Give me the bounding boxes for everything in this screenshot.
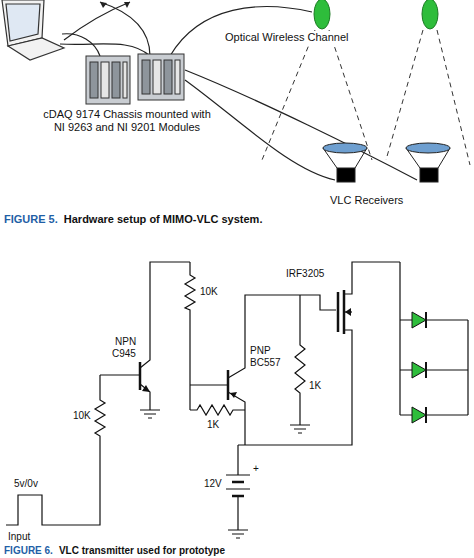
cdaq-chassis — [138, 54, 184, 100]
cable — [64, 2, 130, 40]
transistor-symbol — [343, 290, 346, 334]
cdaq-chassis — [142, 60, 150, 94]
vlc-receiver — [323, 143, 367, 153]
laptop-icon — [8, 38, 64, 60]
laptop-icon — [2, 0, 64, 60]
cable — [185, 80, 335, 180]
transistor-symbol — [227, 370, 230, 400]
part-number: C945 — [112, 348, 136, 360]
cdaq-chassis — [175, 60, 180, 94]
cdaq-chassis — [86, 54, 184, 104]
led-source — [314, 0, 438, 29]
transistor-arrow — [142, 308, 351, 398]
cdaq-chassis — [86, 56, 130, 104]
circuit-wire — [228, 392, 245, 445]
led-symbol — [412, 362, 426, 378]
transistor-type: NPN — [115, 336, 136, 348]
circuit-wire — [238, 330, 352, 445]
transistor-arrow — [230, 392, 237, 398]
resistor-value: 10K — [73, 410, 91, 422]
circuit-wire — [185, 262, 195, 410]
transistor-type: PNP — [250, 345, 271, 357]
light-cone — [262, 30, 315, 160]
resistor-value: 1K — [207, 419, 219, 431]
circuit-wire — [140, 410, 160, 418]
circuit-wire — [344, 262, 400, 294]
circuit-wire — [100, 374, 140, 375]
circuit-wire — [228, 530, 248, 538]
chassis-label: cDAQ 9174 Chassis mounted with NI 9263 a… — [42, 108, 212, 133]
led-symbol — [412, 312, 426, 423]
circuit-wire — [290, 425, 310, 433]
cdaq-chassis — [90, 62, 98, 98]
laptop-icon — [6, 4, 40, 41]
figure-caption: Hardware setup of MIMO-VLC system. — [64, 213, 263, 226]
vlc-receiver — [337, 168, 355, 182]
channel-label: Optical Wireless Channel — [224, 31, 350, 44]
cable — [185, 70, 417, 180]
cable-arrowhead — [100, 2, 107, 8]
light-cone — [329, 30, 372, 160]
circuit-wire — [190, 405, 245, 415]
polarity-mark: + — [253, 463, 259, 475]
cdaq-chassis — [164, 60, 172, 94]
light-cone — [262, 30, 470, 165]
figure-caption: VLC transmitter used for prototype — [59, 545, 225, 557]
cable-arrowhead — [124, 2, 130, 8]
transistor-symbol — [232, 482, 244, 496]
vlc-receiver — [420, 168, 438, 182]
circuit-wire — [6, 262, 468, 538]
vlc-receiver — [323, 143, 450, 182]
signal-level: 5v/0v — [14, 478, 38, 490]
figure-number: FIGURE 5. — [4, 213, 58, 226]
resistor-value: 10K — [200, 286, 218, 298]
resistor-value: 1K — [309, 380, 321, 392]
circuit-wire — [400, 262, 468, 415]
circuit-wire — [6, 495, 56, 525]
cdaq-chassis — [153, 60, 161, 94]
receiver-label: VLC Receivers — [330, 194, 403, 207]
led-source — [314, 0, 330, 29]
cdaq-chassis — [112, 62, 120, 98]
circuit-wire — [190, 384, 228, 385]
circuit-wire — [226, 445, 250, 530]
circuit-wire — [228, 295, 336, 378]
led-symbol — [412, 312, 426, 328]
cdaq-chassis — [123, 62, 127, 98]
part-number: BC557 — [250, 357, 281, 369]
transistor-arrow — [142, 385, 150, 392]
transistor-symbol — [140, 290, 344, 496]
cable-arrowhead — [100, 2, 130, 8]
circuit-wire — [295, 295, 305, 425]
cable — [60, 2, 417, 180]
transistor-symbol — [337, 292, 340, 332]
cable — [100, 2, 150, 56]
vlc-receiver — [406, 143, 450, 153]
circuit-wire — [140, 262, 190, 368]
circuit-wire — [400, 320, 468, 415]
led-source — [422, 0, 438, 29]
supply-voltage: 12V — [204, 478, 222, 490]
part-number: IRF3205 — [286, 268, 324, 280]
cdaq-chassis — [101, 62, 109, 98]
cable — [60, 44, 150, 56]
light-cone — [386, 30, 423, 160]
led-symbol — [412, 407, 426, 423]
led-symbol — [425, 312, 427, 423]
transistor-arrow — [345, 308, 351, 316]
circuit-wire — [56, 375, 105, 525]
signal-name: Input — [8, 531, 30, 543]
figure-number: FIGURE 6. — [4, 545, 53, 557]
circuit-wire — [140, 384, 150, 410]
transistor-symbol — [139, 362, 142, 390]
